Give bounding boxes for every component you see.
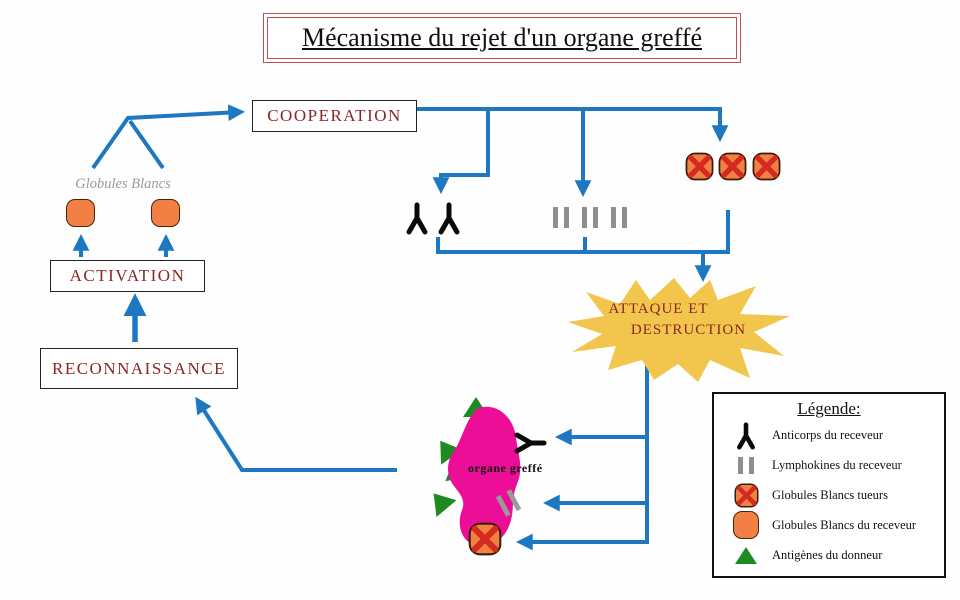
antibody-on-organ-icon	[509, 431, 547, 455]
killer-cell-icon	[685, 152, 714, 186]
organ-label: organe greffé	[468, 461, 543, 475]
grafted-organ-shape	[448, 406, 521, 547]
cooperation-box: COOPERATION	[252, 100, 417, 132]
reconnaissance-box: RECONNAISSANCE	[40, 348, 238, 389]
legend-label: Globules Blancs tueurs	[772, 487, 888, 502]
attack-label-line1: ATTAQUE ET	[608, 301, 709, 317]
diagram-title-inner-border: Mécanisme du rejet d'un organe greffé	[267, 17, 737, 59]
legend-label: Anticorps du receveur	[772, 428, 884, 443]
killer-cell-icon	[718, 152, 747, 186]
legend-item-globules-receveur: Globules Blancs du receveur	[714, 510, 944, 540]
page-title: Mécanisme du rejet d'un organe greffé	[301, 23, 703, 52]
lymphokine-icon	[730, 457, 762, 475]
attack-label-line2: DESTRUCTION	[630, 322, 747, 338]
white-cell-icon	[151, 199, 180, 227]
legend-item-globules-tueurs: Globules Blancs tueurs	[714, 481, 944, 511]
antibody-icon	[730, 422, 762, 450]
arrow-cooperation-to-antibodies	[432, 109, 490, 195]
arrow-attack-to-killer-on-organ	[515, 357, 649, 551]
legend-label: Globules Blancs du receveur	[772, 517, 917, 532]
activation-box: ACTIVATION	[50, 260, 205, 292]
antigen-icon	[730, 546, 762, 564]
lymphokine-icon	[582, 207, 598, 228]
legend-box: Légende: Anticorps du receveur Lymphokin…	[712, 392, 946, 578]
lymphokine-icon	[611, 207, 627, 228]
arrow-organ-to-reconnaissance	[195, 396, 397, 472]
killer-cell-icon	[752, 152, 781, 186]
legend-label: Lymphokines du receveur	[772, 458, 902, 473]
lymphokines-group	[553, 207, 627, 228]
legend-item-lymphokines: Lymphokines du receveur	[714, 451, 944, 481]
lymphokine-icon	[553, 207, 569, 228]
legend-item-anticorps: Anticorps du receveur	[714, 421, 944, 451]
legend-label: Antigènes du donneur	[772, 547, 883, 562]
legend-title: Légende:	[797, 399, 861, 418]
white-cell-icon	[730, 511, 762, 540]
attack-destruction-starburst: ATTAQUE ET DESTRUCTION	[560, 276, 795, 384]
arrow-cells-to-cooperation	[91, 104, 246, 170]
legend-item-antigenes: Antigènes du donneur	[714, 540, 944, 570]
antibody-icon	[405, 202, 429, 240]
killer-cell-icon	[730, 483, 762, 508]
globules-blancs-label: Globules Blancs	[75, 176, 171, 192]
diagram-title-box: Mécanisme du rejet d'un organe greffé	[263, 13, 741, 63]
antibody-icon	[437, 202, 461, 240]
killer-cell-on-organ-icon	[468, 522, 502, 561]
arrow-cooperation-to-killers	[417, 107, 729, 143]
white-cell-icon	[66, 199, 95, 227]
line-cell-b-to-peak	[128, 119, 165, 170]
